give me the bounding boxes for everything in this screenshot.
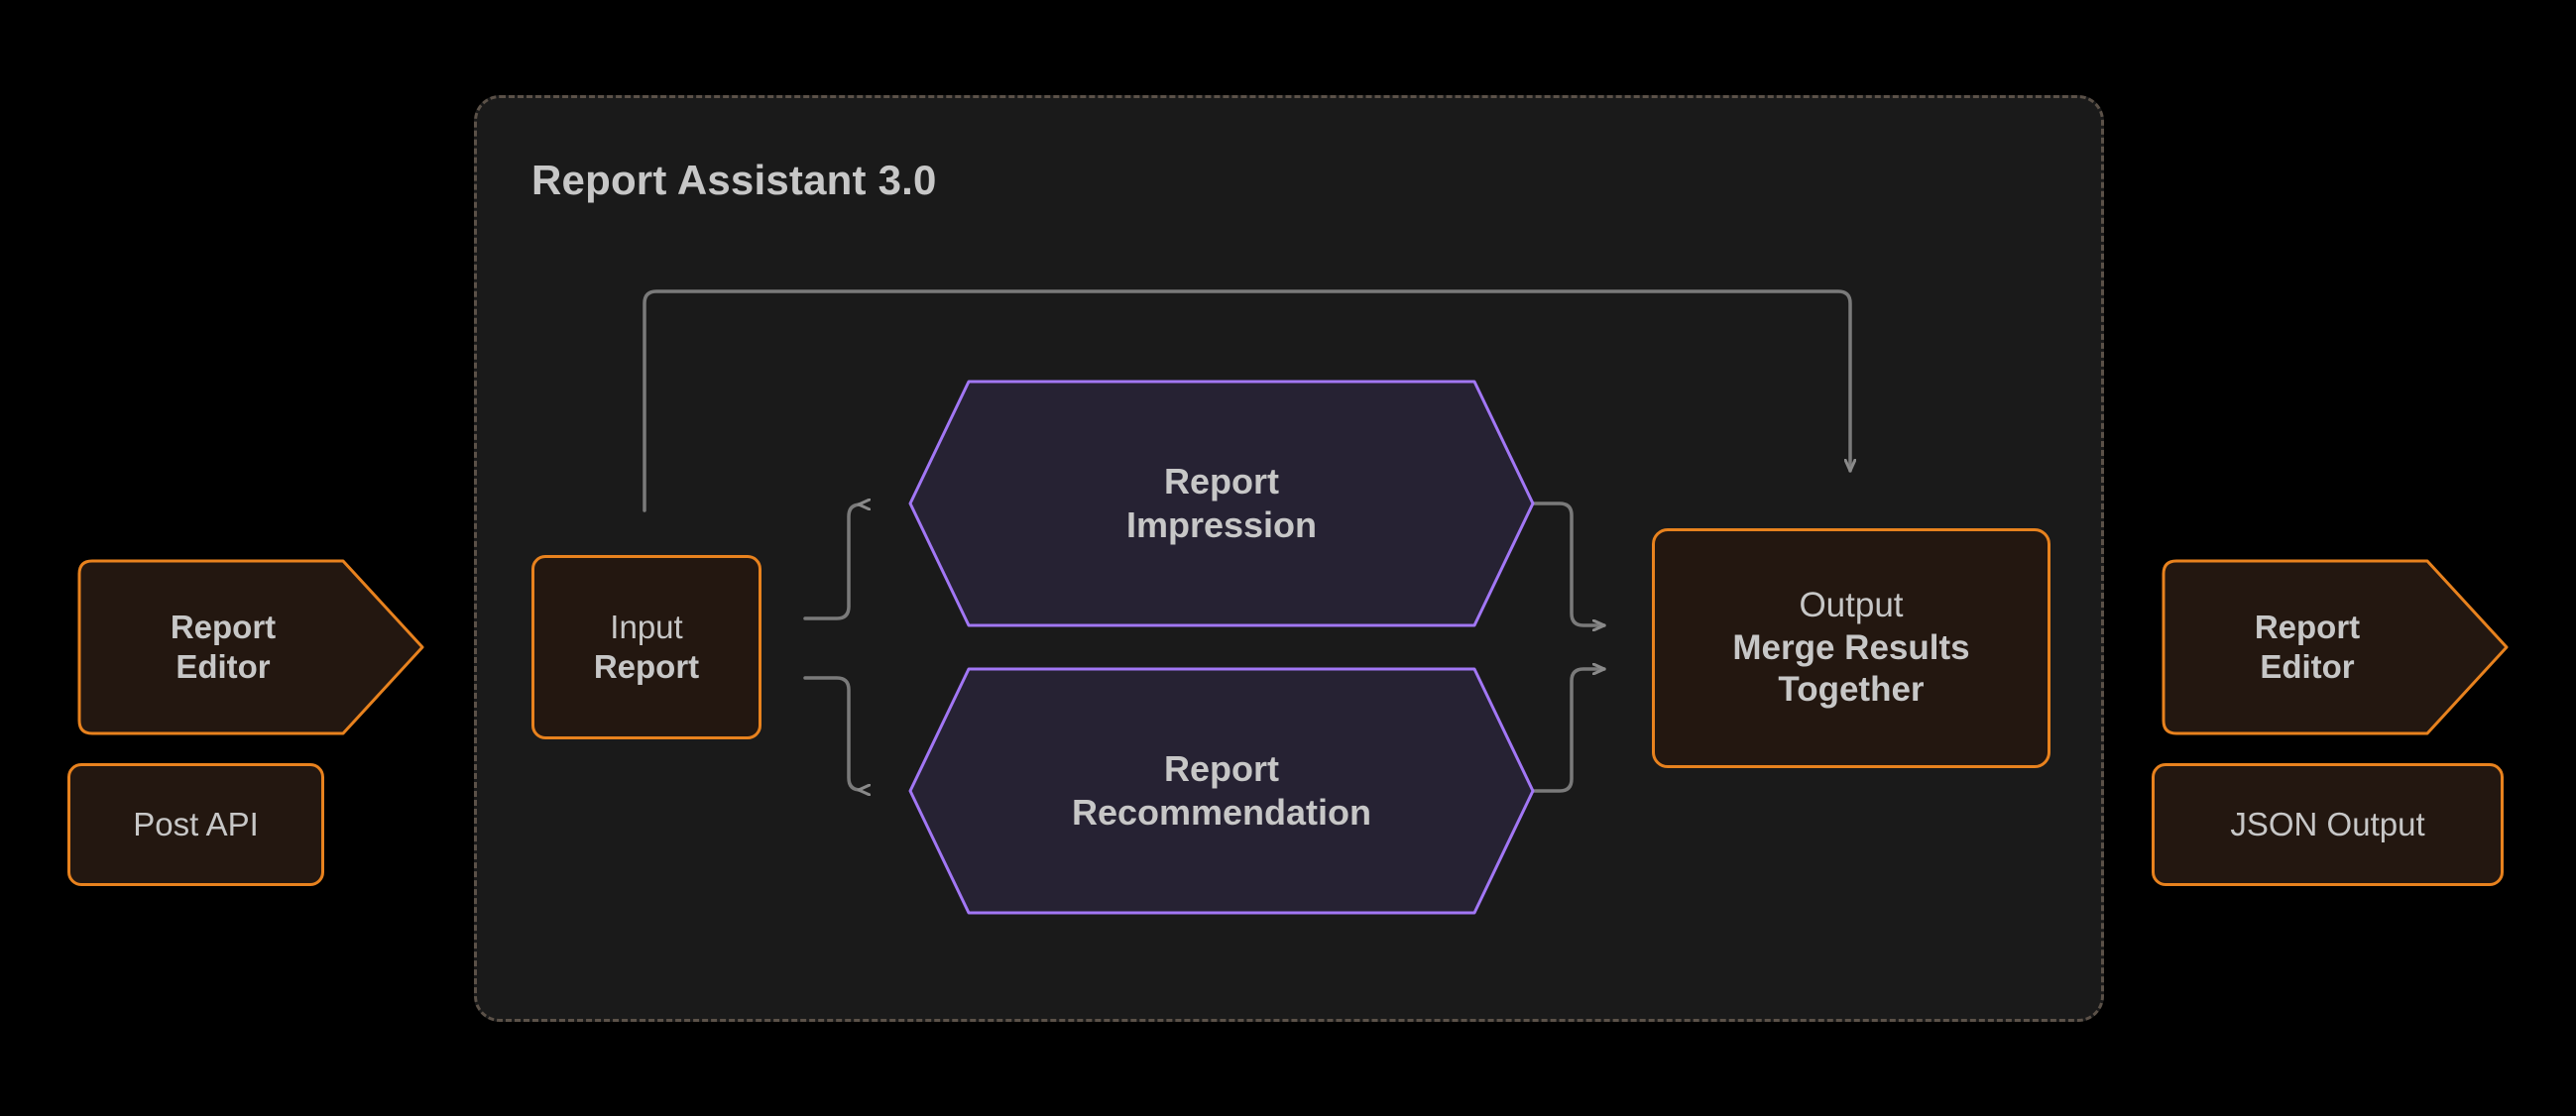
- node-output-merge-results[interactable]: Output Merge Results Together: [1652, 528, 2050, 768]
- group-title: Report Assistant 3.0: [531, 157, 937, 203]
- node-report-recommendation[interactable]: Report Recommendation: [907, 667, 1536, 915]
- node-report-impression[interactable]: Report Impression: [907, 380, 1536, 627]
- node-post-api[interactable]: Post API: [67, 763, 324, 886]
- output-label-top: Output: [1799, 585, 1904, 624]
- node-label-line1: Post API: [133, 805, 259, 842]
- node-input-report[interactable]: Input Report: [531, 555, 761, 739]
- node-report-editor-sink[interactable]: Report Editor: [2150, 558, 2513, 736]
- node-label-line1: JSON Output: [2230, 805, 2425, 842]
- input-label-main: Report: [593, 648, 700, 685]
- output-label-main-line2: Together: [1778, 670, 1925, 710]
- output-label-main-line1: Merge Results: [1732, 627, 1970, 667]
- input-label-top: Input: [610, 608, 683, 645]
- node-json-output[interactable]: JSON Output: [2152, 763, 2504, 886]
- node-report-editor-source[interactable]: Report Editor: [65, 558, 428, 736]
